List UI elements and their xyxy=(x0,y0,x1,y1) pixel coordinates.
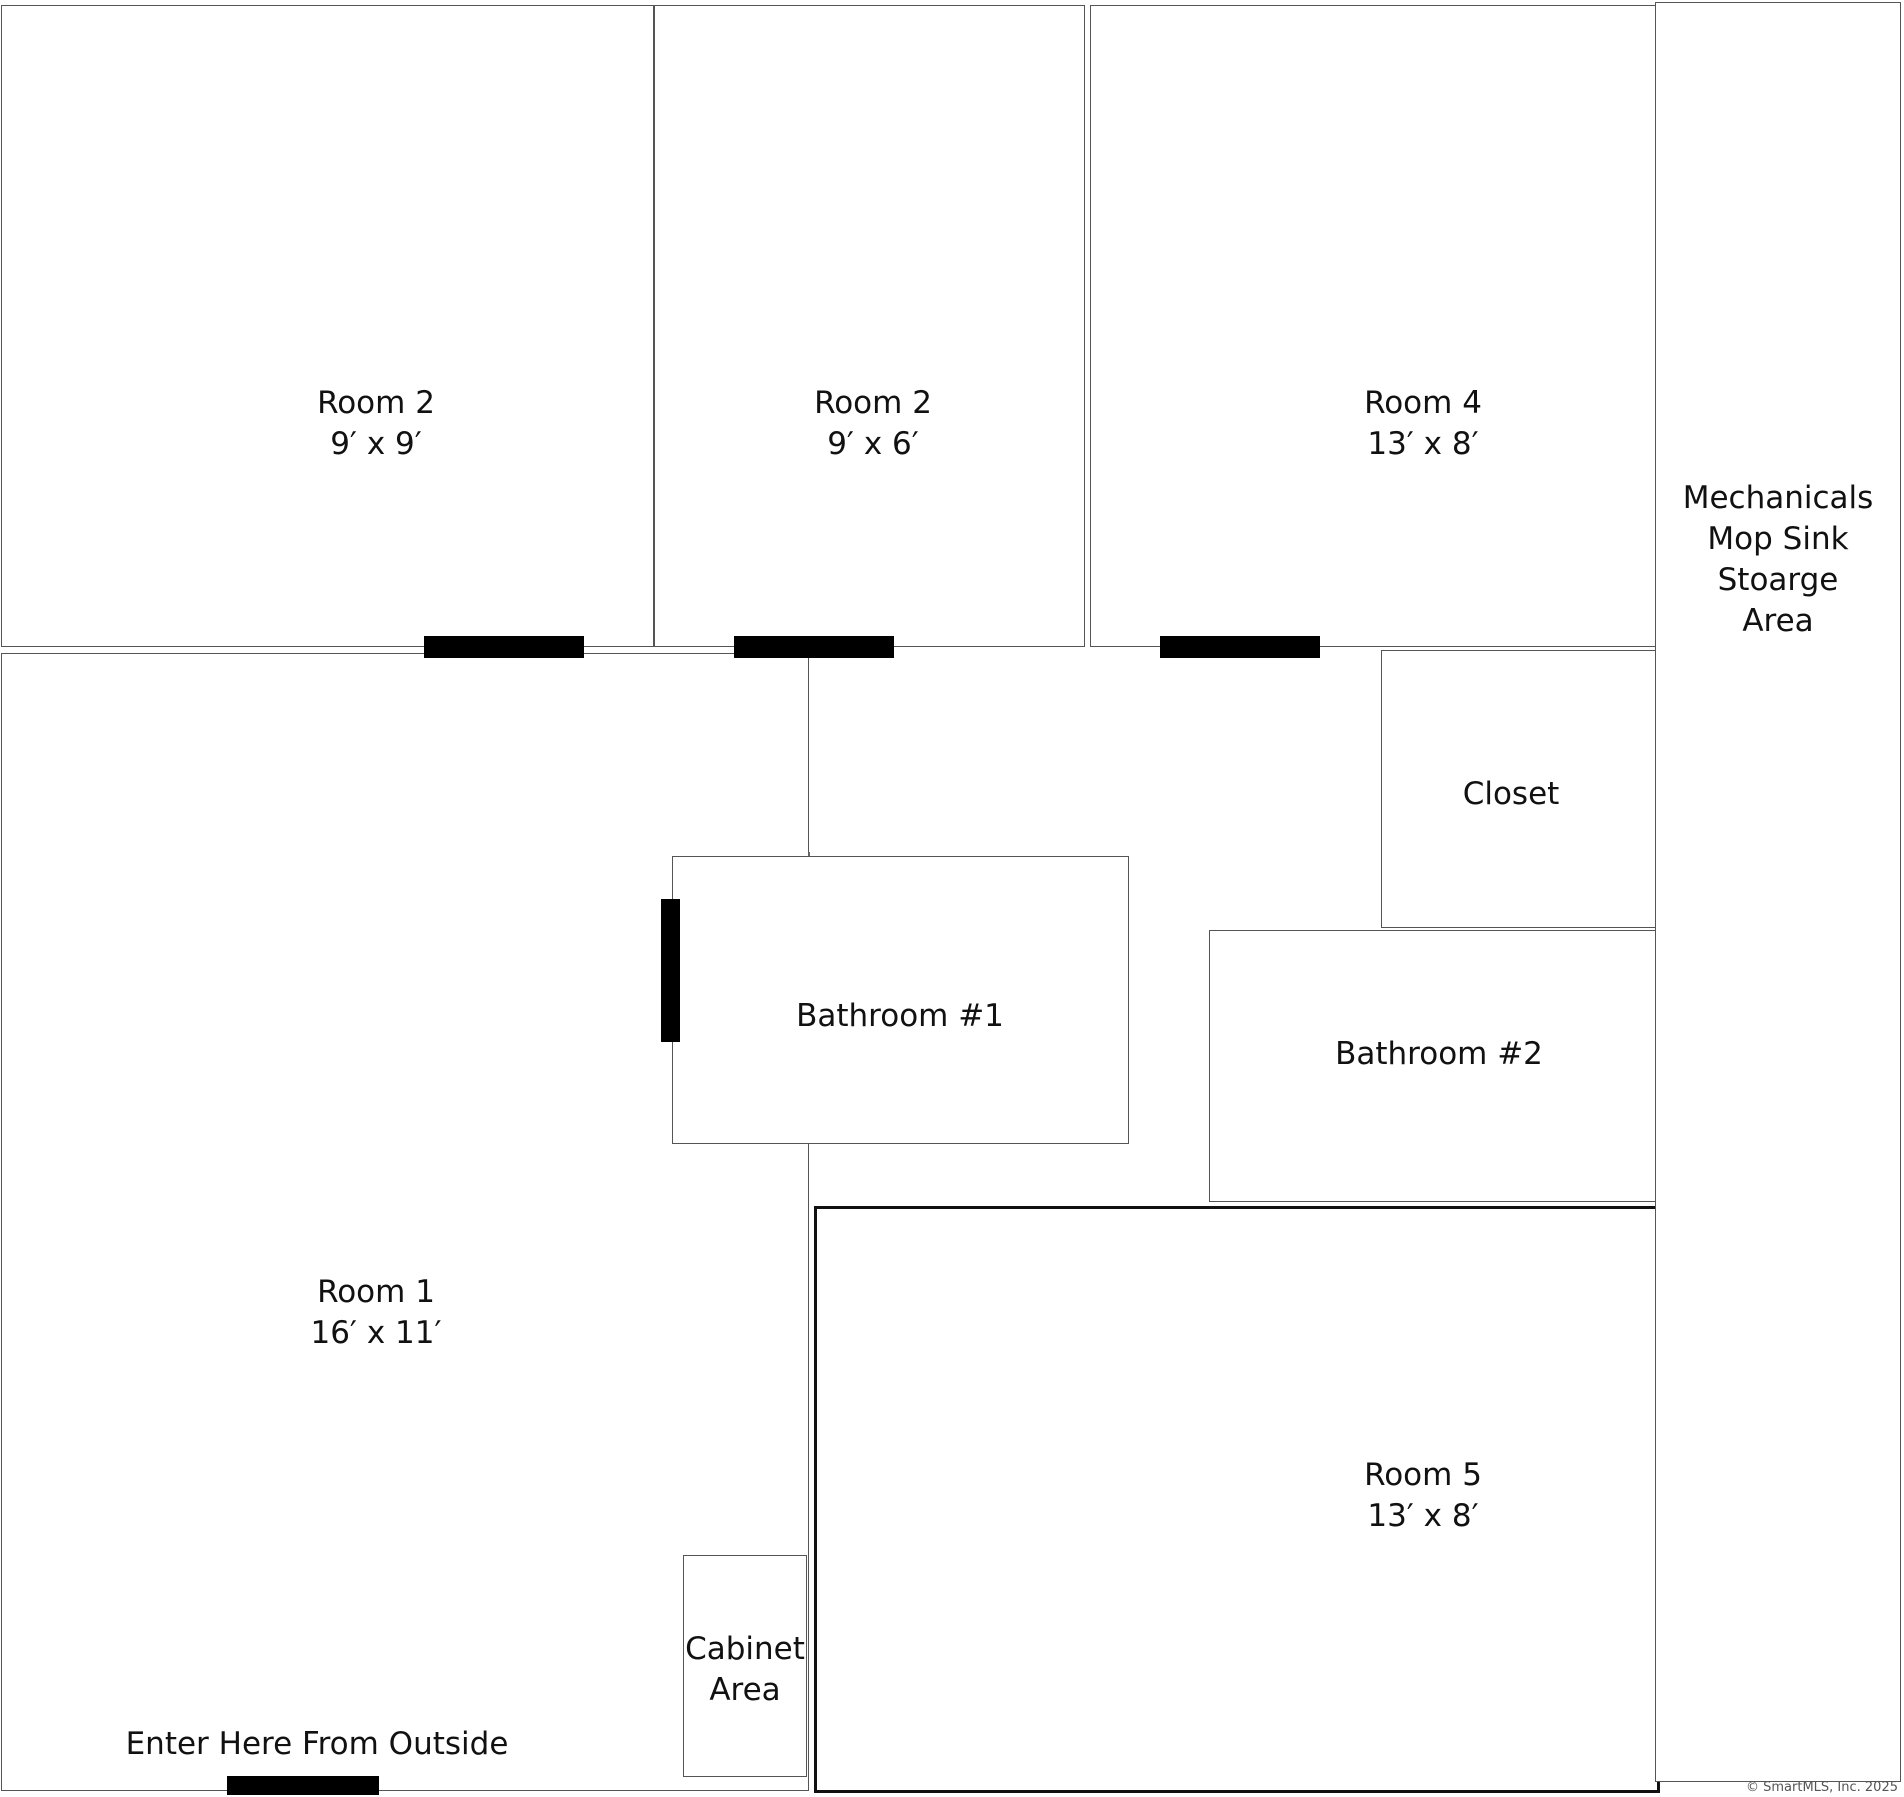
room-1-text: Room 1 16′ x 11′ xyxy=(276,1272,476,1354)
bathroom-2-name: Bathroom #2 xyxy=(1335,1036,1543,1072)
room-1 xyxy=(1,653,809,1791)
room-2-small-text: Room 2 9′ x 6′ xyxy=(773,383,973,465)
room-5-name: Room 5 xyxy=(1364,1457,1482,1493)
door-room-2-small xyxy=(734,636,894,658)
mechanicals-line-1: Mechanicals xyxy=(1682,480,1874,516)
room-4-name: Room 4 xyxy=(1364,385,1482,421)
closet-text: Closet xyxy=(1411,774,1611,815)
bathroom-2-text: Bathroom #2 xyxy=(1314,1034,1564,1075)
room-2-small-name: Room 2 xyxy=(814,385,932,421)
room-4-text: Room 4 13′ x 8′ xyxy=(1323,383,1523,465)
cabinet-area-line-2: Area xyxy=(709,1672,781,1708)
room-4-size: 13′ x 8′ xyxy=(1367,426,1479,462)
mechanicals-line-3: Stoarge xyxy=(1717,562,1839,598)
bathroom-1 xyxy=(672,856,1129,1144)
cabinet-area-text: Cabinet Area xyxy=(670,1629,820,1711)
wall-tick xyxy=(808,852,810,858)
cabinet-area-line-1: Cabinet xyxy=(685,1631,805,1667)
copyright: © SmartMLS, Inc. 2025 xyxy=(1745,1780,1898,1795)
closet xyxy=(1381,650,1656,928)
room-2-large xyxy=(1,5,654,647)
room-2-large-text: Room 2 9′ x 9′ xyxy=(276,383,476,465)
room-2-small xyxy=(654,5,1085,647)
cabinet-area xyxy=(683,1555,807,1777)
room-5 xyxy=(814,1206,1660,1793)
room-2-small-size: 9′ x 6′ xyxy=(827,426,919,462)
closet-name: Closet xyxy=(1462,776,1560,812)
mechanicals-text: Mechanicals Mop Sink Stoarge Area xyxy=(1653,478,1903,642)
room-1-size: 16′ x 11′ xyxy=(310,1315,442,1351)
bathroom-1-text: Bathroom #1 xyxy=(775,996,1025,1037)
bathroom-1-name: Bathroom #1 xyxy=(796,998,1004,1034)
door-entrance xyxy=(227,1776,379,1795)
bathroom-2 xyxy=(1209,930,1656,1202)
room-2-large-size: 9′ x 9′ xyxy=(330,426,422,462)
door-room-4 xyxy=(1160,636,1320,658)
mechanicals-line-2: Mop Sink xyxy=(1707,521,1849,557)
room-5-size: 13′ x 8′ xyxy=(1367,1498,1479,1534)
room-1-name: Room 1 xyxy=(317,1274,435,1310)
door-room-2-large xyxy=(424,636,584,658)
mechanicals-line-4: Area xyxy=(1742,603,1814,639)
room-4 xyxy=(1090,5,1656,647)
door-bathroom-1 xyxy=(661,899,680,1042)
room-2-large-name: Room 2 xyxy=(317,385,435,421)
entrance-label: Enter Here From Outside xyxy=(125,1726,509,1762)
mechanicals-area xyxy=(1655,2,1901,1782)
room-5-text: Room 5 13′ x 8′ xyxy=(1323,1455,1523,1537)
